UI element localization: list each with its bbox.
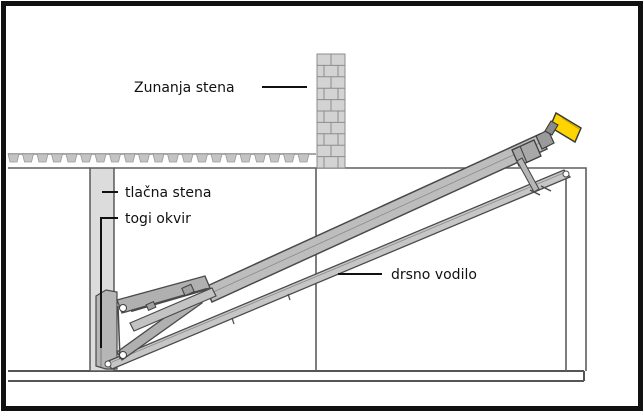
soil-scallop xyxy=(224,153,238,163)
soil-scallop xyxy=(195,153,209,163)
sliding-guide-label: drsno vodilo xyxy=(391,267,477,283)
soil-scallop xyxy=(253,153,267,163)
rigid-frame-label: togi okvir xyxy=(125,211,191,227)
soil-scallop xyxy=(21,153,35,163)
label-pressure-wall: tlačna stena xyxy=(102,185,211,201)
press-linkage xyxy=(116,275,217,361)
rigid-frame xyxy=(95,289,118,370)
soil-scallop xyxy=(181,153,194,163)
rigid-frame-leader xyxy=(100,217,118,348)
soil-surface xyxy=(7,153,316,163)
excavation-pit xyxy=(8,167,587,371)
soil-scallop xyxy=(36,153,49,163)
soil-scallop xyxy=(7,153,20,163)
soil-scallop xyxy=(94,153,107,163)
soil-scallop xyxy=(50,153,64,163)
outer-wall-label: Zunanja stena xyxy=(134,80,235,96)
soil-scallop xyxy=(137,153,151,163)
soil-scallop xyxy=(108,153,122,163)
soil-scallop xyxy=(239,153,252,163)
soil-scallop xyxy=(210,153,223,163)
soil-scallop xyxy=(282,153,296,163)
press-end-cap xyxy=(544,111,582,144)
soil-scallop xyxy=(297,153,310,163)
outer-brick-wall xyxy=(316,53,346,169)
label-outer-wall: Zunanja stena xyxy=(134,80,307,96)
soil-scallop xyxy=(268,153,281,163)
pressure-wall-label: tlačna stena xyxy=(125,185,211,201)
soil-scallop xyxy=(79,153,93,163)
soil-scallop xyxy=(152,153,165,163)
label-sliding-guide: drsno vodilo xyxy=(338,267,477,283)
hydraulic-press xyxy=(116,111,582,361)
soil-scallop xyxy=(65,153,78,163)
label-rigid-frame: togi okvir xyxy=(100,211,191,348)
soil-scallop xyxy=(123,153,136,163)
soil-scallop xyxy=(166,153,180,163)
sliding-guide xyxy=(104,169,572,370)
